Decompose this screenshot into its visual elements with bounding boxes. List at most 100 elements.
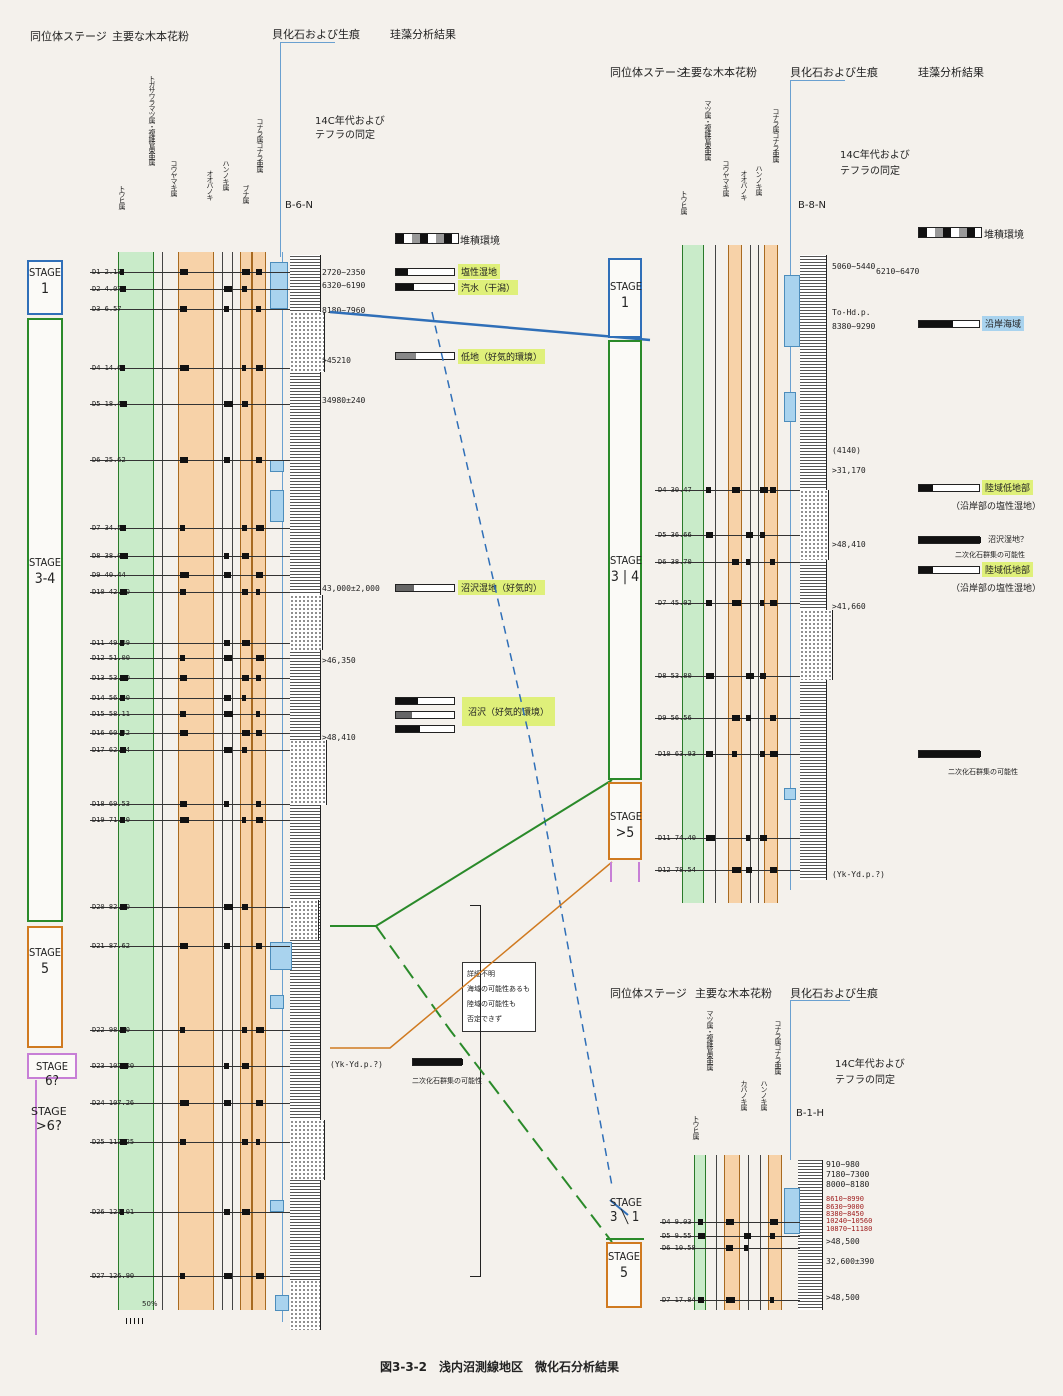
pollen-bar bbox=[120, 695, 125, 701]
pollen-bar bbox=[224, 943, 230, 949]
sample-line bbox=[655, 870, 800, 871]
sample-line bbox=[90, 575, 290, 576]
pollen-bar bbox=[224, 1209, 230, 1215]
pollen-bar bbox=[698, 1219, 703, 1225]
b8-env-label: 陸域低地部 bbox=[982, 480, 1034, 495]
pollen-bar bbox=[242, 904, 248, 910]
sample-label: D24 107.26 bbox=[92, 1099, 135, 1107]
pollen-bar bbox=[744, 1233, 751, 1239]
pollen-bar bbox=[770, 1219, 778, 1225]
b1-date: 8000~8180 bbox=[826, 1180, 870, 1189]
pollen-bar bbox=[242, 1063, 249, 1069]
sample-line bbox=[90, 272, 290, 273]
b1-date: 32,600±390 bbox=[826, 1257, 875, 1266]
sample-line bbox=[655, 754, 800, 755]
b8-env-label: 二次化石群集の可能性 bbox=[948, 768, 1018, 776]
pollen-bar bbox=[120, 747, 126, 753]
sample-line bbox=[90, 592, 290, 593]
sample-line bbox=[90, 1103, 290, 1104]
pollen-bar bbox=[242, 553, 249, 559]
pollen-bar bbox=[706, 673, 714, 679]
pollen-bar bbox=[760, 600, 764, 606]
pollen-bar bbox=[744, 1245, 748, 1251]
pollen-bar bbox=[120, 589, 127, 595]
pollen-bar bbox=[224, 457, 230, 463]
b8-stage-gt5: STAGE>5 bbox=[608, 782, 642, 860]
sample-label: D15 58.11 bbox=[92, 710, 130, 718]
correlation-line-stage5 bbox=[330, 861, 613, 1049]
sample-label: D22 98.10 bbox=[92, 1026, 130, 1034]
sample-label: D27 126.90 bbox=[92, 1272, 135, 1280]
middle-note: 詳細不明海域の可能性あるも陸域の可能性も否定できず bbox=[462, 962, 536, 1032]
sample-line bbox=[655, 718, 800, 719]
sample-line bbox=[90, 1142, 290, 1143]
pollen-bar bbox=[746, 559, 750, 565]
b1-date: 8380~8450 bbox=[826, 1210, 864, 1218]
pollen-bar bbox=[256, 801, 261, 807]
pollen-bar bbox=[256, 711, 260, 717]
sample-label: D8 53.80 bbox=[658, 672, 692, 680]
b8-taxon-label: オオバノキ bbox=[740, 170, 748, 200]
pollen-bar bbox=[224, 747, 232, 753]
pollen-bar bbox=[726, 1245, 733, 1251]
pollen-bar bbox=[242, 401, 248, 407]
b8-date: To-Hd.p. bbox=[832, 308, 871, 317]
pollen-bar bbox=[242, 286, 247, 292]
pollen-bar bbox=[242, 747, 247, 753]
sample-line bbox=[655, 490, 800, 491]
b1-c14-header: 14C年代および bbox=[835, 1059, 905, 1070]
pollen-bar bbox=[224, 572, 231, 578]
b1-taxon-label: ハンノキ属 bbox=[760, 1080, 768, 1110]
sample-label: D10 63.93 bbox=[658, 750, 696, 758]
sample-line bbox=[90, 658, 290, 659]
correlation-line-stage1 bbox=[329, 310, 651, 342]
sample-line bbox=[90, 368, 290, 369]
sample-line bbox=[90, 289, 290, 290]
b8-tephra-header: テフラの同定 bbox=[840, 166, 900, 177]
b1-pollen-orange-col2 bbox=[768, 1155, 782, 1310]
b6-env-header: 堆積環境 bbox=[460, 236, 500, 247]
pollen-bar bbox=[224, 1273, 232, 1279]
sample-line bbox=[90, 460, 290, 461]
sample-label: D9 40.44 bbox=[92, 571, 126, 579]
b1-date: 8610~8990 bbox=[826, 1195, 864, 1203]
b8-lithology bbox=[800, 255, 827, 880]
b6-shell-leader-h bbox=[280, 42, 335, 43]
sample-label: D16 60.32 bbox=[92, 729, 130, 737]
sample-label: D14 56.00 bbox=[92, 694, 130, 702]
pollen-bar bbox=[120, 553, 128, 559]
b1-date: 10240~10560 bbox=[826, 1217, 873, 1225]
sample-line bbox=[90, 946, 290, 947]
b8-date: 5060~5440 bbox=[832, 262, 876, 271]
pollen-bar bbox=[698, 1233, 705, 1239]
pollen-bar bbox=[732, 487, 740, 493]
pollen-bar bbox=[746, 673, 754, 679]
pollen-bar bbox=[256, 457, 262, 463]
pollen-bar bbox=[224, 640, 230, 646]
b8-taxon-label: トウヒ属 bbox=[680, 190, 688, 214]
pollen-bar bbox=[120, 365, 125, 371]
pollen-bar bbox=[120, 904, 127, 910]
sample-line bbox=[90, 733, 290, 734]
pollen-bar bbox=[120, 675, 128, 681]
b1-pollen-green-col bbox=[694, 1155, 706, 1310]
sample-label: D10 42.20 bbox=[92, 588, 130, 596]
pollen-bar bbox=[224, 401, 233, 407]
sample-label: D11 49.09 bbox=[92, 639, 130, 647]
pollen-bar bbox=[256, 589, 260, 595]
pollen-bar bbox=[242, 1209, 250, 1215]
sample-label: D6 25.62 bbox=[92, 456, 126, 464]
b8-date: >31,170 bbox=[832, 466, 866, 475]
pollen-bar bbox=[242, 730, 250, 736]
pollen-bar bbox=[256, 943, 262, 949]
b8-env-label: 陸域低地部 bbox=[982, 562, 1034, 577]
b1-taxon-label: コナラ属コナラ亜属 bbox=[774, 1020, 782, 1074]
b8-env-label: 二次化石群集の可能性 bbox=[955, 551, 1025, 559]
sample-label: D5 9.55 bbox=[662, 1232, 692, 1240]
b1-shell-marker bbox=[784, 1188, 800, 1234]
b8-header-shell: 貝化石および生痕 bbox=[790, 66, 878, 79]
pollen-bar bbox=[256, 525, 264, 531]
b6-env-label: 沼沢湿地（好気的） bbox=[458, 580, 546, 595]
